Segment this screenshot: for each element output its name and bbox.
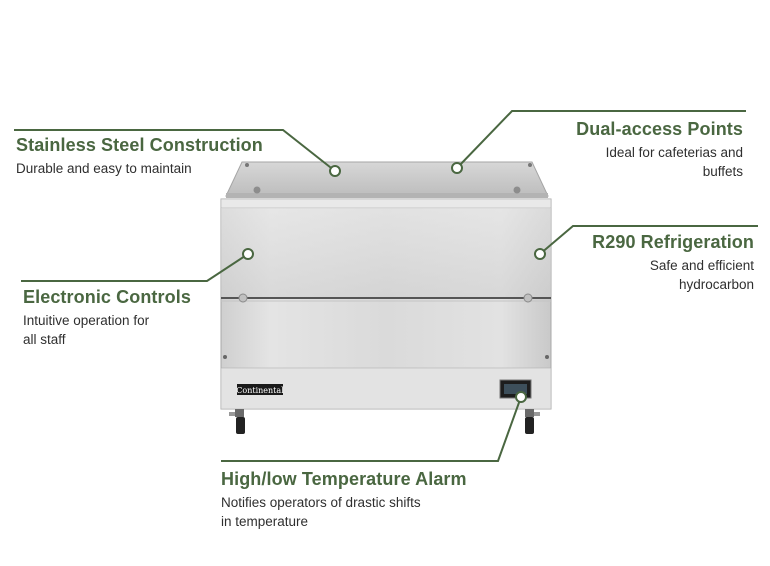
lid-hinge-icon: [253, 186, 261, 194]
feature-r290: R290 Refrigeration Safe and efficient hy…: [592, 232, 754, 294]
feature-title: Stainless Steel Construction: [16, 135, 263, 155]
feature-title: Electronic Controls: [23, 287, 191, 307]
feature-desc-line: Ideal for cafeterias and: [605, 145, 743, 160]
callout-dot-dual: [451, 162, 463, 174]
feature-desc: Intuitive operation for all staff: [23, 311, 191, 349]
feature-desc-line: Intuitive operation for: [23, 313, 150, 328]
lid-hinge-icon: [513, 186, 521, 194]
feature-desc-line: hydrocarbon: [678, 277, 754, 292]
feature-desc-line: Durable and easy to maintain: [16, 161, 192, 176]
feature-desc: Ideal for cafeterias and buffets: [576, 143, 743, 181]
feature-desc-line: Safe and efficient: [649, 258, 754, 273]
feature-title: R290 Refrigeration: [592, 232, 754, 252]
feature-desc-line: Notifies operators of drastic shifts: [221, 495, 421, 510]
brand-logo: Continental: [236, 384, 284, 395]
brand-logo-text: Continental: [236, 386, 284, 395]
cabinet: [220, 198, 552, 410]
callout-dot-r290: [534, 248, 546, 260]
hinge-icon: [523, 293, 533, 303]
hinge-icon: [238, 293, 248, 303]
feature-alarm: High/low Temperature Alarm Notifies oper…: [221, 469, 467, 531]
feature-desc-line: in temperature: [221, 514, 309, 529]
lid: [225, 161, 549, 198]
callout-dots: [242, 162, 546, 403]
casters: [229, 409, 540, 434]
feature-desc: Durable and easy to maintain: [16, 159, 263, 178]
callout-dot-stainless: [329, 165, 341, 177]
feature-desc-line: buffets: [702, 164, 743, 179]
feature-dual: Dual-access Points Ideal for cafeterias …: [576, 119, 743, 181]
feature-desc: Safe and efficient hydrocarbon: [592, 256, 754, 294]
feature-electronic: Electronic Controls Intuitive operation …: [23, 287, 191, 349]
callout-dot-electronic: [242, 248, 254, 260]
feature-desc: Notifies operators of drastic shifts in …: [221, 493, 467, 531]
feature-title: High/low Temperature Alarm: [221, 469, 467, 489]
callout-lines: [14, 110, 758, 462]
feature-stainless: Stainless Steel Construction Durable and…: [16, 135, 263, 178]
feature-desc-line: all staff: [23, 332, 66, 347]
callout-dot-alarm: [515, 391, 527, 403]
feature-title: Dual-access Points: [576, 119, 743, 139]
